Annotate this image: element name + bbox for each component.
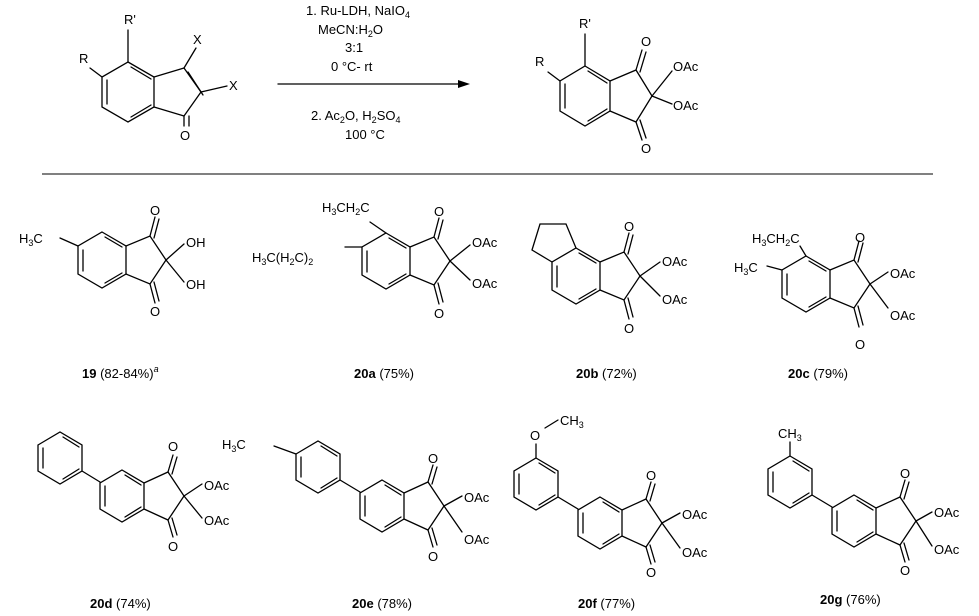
reaction-conditions: 1. Ru-LDH, NaIO4 MeCN:H2O 3:1 0 °C- rt 2…: [306, 3, 410, 142]
c20e-o-bottom-label: O: [428, 549, 438, 564]
compound-20e-caption: 20e (78%): [352, 596, 412, 611]
c20b-o-top-label: O: [624, 219, 634, 234]
c20d-o-bottom-label: O: [168, 539, 178, 554]
c20a-o-bottom-label: O: [434, 306, 444, 321]
c20a-oac-top-label: OAc: [472, 235, 498, 250]
c20g-o-bottom-label: O: [900, 563, 910, 578]
c20g-oac-bottom-label: OAc: [934, 542, 960, 557]
start-o-label: O: [180, 128, 190, 143]
c20c-o-bottom-label: O: [855, 337, 865, 352]
c20f-o-methoxy-label: O: [530, 428, 540, 443]
c20b-oac-bottom-label: OAc: [662, 292, 688, 307]
c20a-o-top-label: O: [434, 204, 444, 219]
c20f-oac-top-label: OAc: [682, 507, 708, 522]
c20e-o-top-label: O: [428, 451, 438, 466]
product-r-label: R: [535, 54, 544, 69]
c20c-oac-top-label: OAc: [890, 266, 916, 281]
c20g-ch3-label: CH3: [778, 426, 802, 443]
product-oac2-label: OAc: [673, 98, 699, 113]
compound-20b-caption: 20b (72%): [576, 366, 637, 381]
c19-o-top-label: O: [150, 203, 160, 218]
product-oac1-label: OAc: [673, 59, 699, 74]
product: R' R O O OAc OAc: [535, 16, 699, 156]
c20e-oac-bottom-label: OAc: [464, 532, 490, 547]
condition-2: MeCN:H2O: [318, 22, 383, 39]
product-o1-label: O: [641, 34, 651, 49]
c20f-o-top-label: O: [646, 468, 656, 483]
c20c-oac-bottom-label: OAc: [890, 308, 916, 323]
c20f-oac-bottom-label: OAc: [682, 545, 708, 560]
compound-20d: O O OAc OAc: [37, 431, 230, 554]
c19-oh-top-label: OH: [186, 235, 206, 250]
c20a-oac-bottom-label: OAc: [472, 276, 498, 291]
compound-20f-caption: 20f (77%): [578, 596, 635, 611]
c20c-methyl-label: H3C: [734, 260, 758, 277]
compound-20c: H3CH2C H3C O O OAc OAc: [734, 230, 916, 352]
c20d-oac-bottom-label: OAc: [204, 513, 230, 528]
c20g-oac-top-label: OAc: [934, 505, 960, 520]
start-rprime-label: R': [124, 12, 136, 27]
starting-material: R' R X X O: [79, 12, 238, 143]
compound-20b: O O OAc OAc: [531, 219, 688, 336]
c20b-o-bottom-label: O: [624, 321, 634, 336]
c20c-o-top-label: O: [855, 230, 865, 245]
start-x1-label: X: [193, 32, 202, 47]
compound-20g: CH3 O O OAc OAc: [767, 426, 960, 578]
reaction-arrow: [277, 80, 470, 88]
condition-4: 0 °C- rt: [331, 59, 373, 74]
c20b-oac-top-label: OAc: [662, 254, 688, 269]
compound-20a-caption: 20a (75%): [354, 366, 414, 381]
c20e-oac-top-label: OAc: [464, 490, 490, 505]
compound-20g-caption: 20g (76%): [820, 592, 881, 607]
start-x2-label: X: [229, 78, 238, 93]
compound-19-caption: 19 (82-84%)a: [82, 364, 159, 381]
c19-o-bottom-label: O: [150, 304, 160, 319]
compound-20d-caption: 20d (74%): [90, 596, 151, 611]
product-rprime-label: R': [579, 16, 591, 31]
condition-5: 2. Ac2O, H2SO4: [311, 108, 401, 125]
compound-20a: H3CH2C H3C(H2C)2 O O OAc OAc: [252, 200, 498, 321]
compound-19: H3C O O OH OH: [19, 203, 206, 319]
compound-20c-caption: 20c (79%): [788, 366, 848, 381]
start-r-label: R: [79, 51, 88, 66]
condition-3: 3:1: [345, 40, 363, 55]
c20d-o-top-label: O: [168, 439, 178, 454]
c20g-o-top-label: O: [900, 466, 910, 481]
condition-6: 100 °C: [345, 127, 385, 142]
c20f-ch3-label: CH3: [560, 413, 584, 430]
condition-1: 1. Ru-LDH, NaIO4: [306, 3, 410, 20]
c20d-oac-top-label: OAc: [204, 478, 230, 493]
c20a-propyl-label: H3C(H2C)2: [252, 250, 313, 267]
compound-20f: O CH3 O O OAc OAc: [513, 413, 708, 580]
c20e-h3c-label: H3C: [222, 437, 246, 454]
compound-20e: H3C O O OAc OAc: [222, 437, 490, 564]
c19-h3c-label: H3C: [19, 231, 43, 248]
c20a-ethyl-label: H3CH2C: [322, 200, 370, 217]
c20c-ethyl-label: H3CH2C: [752, 231, 800, 248]
product-o2-label: O: [641, 141, 651, 156]
c20f-o-bottom-label: O: [646, 565, 656, 580]
c19-oh-bottom-label: OH: [186, 277, 206, 292]
